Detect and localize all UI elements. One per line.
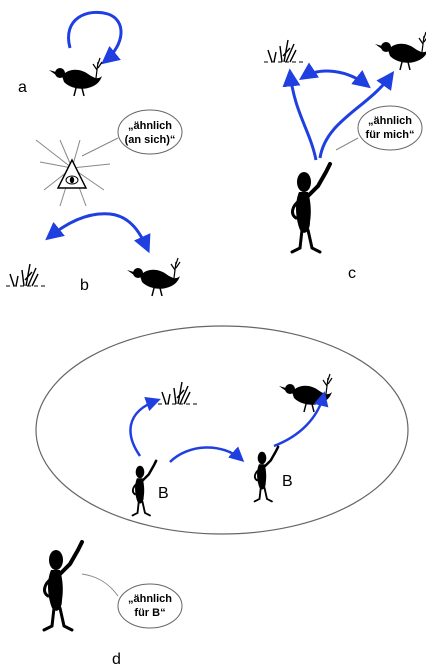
bird-icon	[374, 31, 426, 71]
bubble-d-line1: „ähnlich	[128, 593, 172, 605]
plant-icon	[263, 39, 305, 63]
panel-d-arrow-right	[169, 446, 245, 463]
bubble-d-line2: für B“	[134, 607, 165, 619]
panel-c-arrow-left	[282, 68, 318, 161]
bird-icon	[126, 257, 181, 297]
speech-bubble-c	[357, 105, 423, 151]
panel-b-arrow	[45, 212, 151, 254]
plant-icon	[157, 381, 199, 405]
world-of-b-ellipse	[35, 325, 409, 535]
bubble-b-line1: „ähnlich	[128, 120, 172, 132]
person-b-label-2: B	[282, 473, 293, 490]
speech-bubble-b	[117, 109, 183, 155]
bird-icon	[278, 373, 333, 413]
panel-d: B B „ähnlich für B“ d	[35, 325, 409, 668]
bubble-c-line1: „ähnlich	[368, 115, 412, 127]
person-icon	[290, 162, 332, 254]
panel-c: „ähnlich für mich“ c	[263, 31, 426, 282]
panel-a: a	[18, 10, 123, 97]
observer-person-icon	[42, 540, 84, 632]
person-b-label-1: B	[158, 485, 169, 502]
speech-bubble-d	[117, 583, 183, 629]
panel-d-label: d	[112, 651, 121, 668]
panel-a-label: a	[18, 79, 27, 96]
person-b-icon	[253, 445, 280, 503]
panel-c-arrow-right	[318, 71, 395, 159]
plant-icon	[5, 263, 47, 287]
panel-c-arrow-between	[299, 62, 371, 89]
eye-triangle-icon	[35, 139, 111, 207]
panel-b-label: b	[80, 277, 89, 294]
panel-c-label: c	[348, 265, 356, 282]
panel-d-arrow-up-right	[273, 391, 329, 448]
panel-a-loop-arrow	[67, 10, 123, 65]
bird-icon	[48, 57, 103, 97]
bubble-b-line2: (an sich)“	[125, 134, 176, 146]
bubble-c-line2: für mich“	[366, 129, 415, 141]
panel-b: „ähnlich (an sich)“ b	[5, 109, 183, 297]
panel-d-arrow-up	[129, 396, 161, 457]
person-b-icon	[131, 459, 158, 517]
